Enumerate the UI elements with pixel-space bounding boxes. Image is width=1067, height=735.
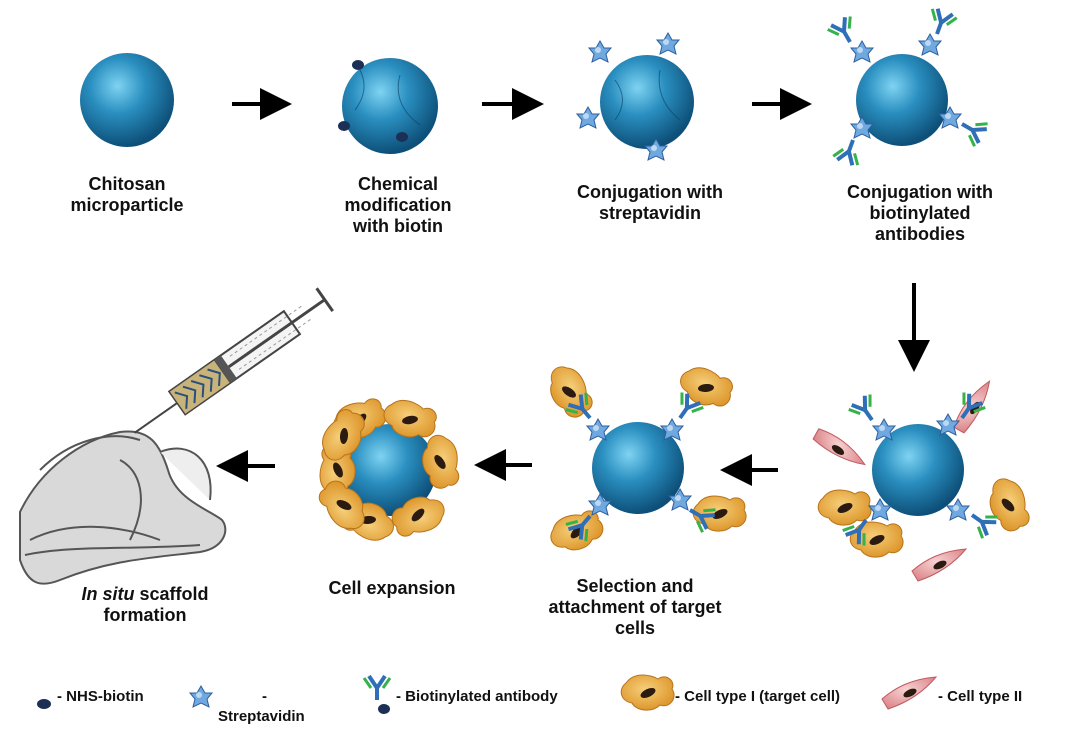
particle-icon [600,55,694,149]
streptavidin-icon [588,40,612,63]
legend-biotinylated-antibody: - Biotinylated antibody [396,688,558,705]
streptavidin-icon [918,33,942,56]
streptavidin-icon [189,685,213,708]
antibody-icon [953,110,992,150]
step-label-antibody-conjugation: Conjugation with biotinylated antibodies [847,182,993,244]
biotin-icon [396,132,408,142]
legend-cell-type-2: - Cell type II [938,688,1023,705]
step-label-streptavidin-conjugation: Conjugation with streptavidin [577,182,723,223]
particle-icon [872,424,964,516]
cell-type-1-icon [674,361,738,414]
streptavidin-icon [576,106,600,129]
step-label-chitosan-microparticle: Chitosan microparticle [70,174,184,215]
particle-icon [342,58,438,154]
legend-cell-type-1: - Cell type I (target cell) [675,688,841,705]
step-label-cell-expansion: Cell expansion [328,578,456,598]
cell-type-2-icon [881,676,937,710]
biotin-icon [37,699,51,709]
cell-type-2-icon [809,417,866,482]
streptavidin-icon [872,418,896,441]
antibody-icon [824,12,864,51]
knee-joint-icon [19,430,227,585]
syringe-icon [134,287,334,434]
cell-type-1-icon [817,489,872,526]
particle-icon [592,422,684,514]
step-label-biotin-modification: Chemical modification with biotin [344,174,452,236]
legend-nhs-biotin: - NHS-biotin [57,688,144,705]
legend-streptavidin-dash: - [262,688,267,705]
antibody-icon [830,133,868,169]
antibody-icon [845,390,885,430]
particle-icon [80,53,174,147]
streptavidin-icon [660,418,684,441]
particle-icon [344,424,436,516]
biotin-icon [352,60,364,70]
antibody-icon [362,674,392,714]
cell-type-2-icon [911,548,967,582]
step-label-in-situ-scaffold: In situ scaffold formation [55,584,235,626]
legend-streptavidin: Streptavidin [218,708,305,725]
streptavidin-icon [586,418,610,441]
cell-type-1-icon [620,674,675,711]
streptavidin-icon [936,413,960,436]
biotin-icon [338,121,350,131]
cell-type-1-icon [540,359,599,424]
streptavidin-icon [850,40,874,63]
cell-type-1-icon [545,505,608,558]
streptavidin-icon [656,32,680,55]
step-label-target-cell-selection: Selection and attachment of target cells [548,576,722,638]
particle-icon [856,54,948,146]
step-label-in-situ-italic: In situ [81,584,135,604]
cell-type-1-icon [982,473,1035,536]
step-label-in-situ-rest: scaffold formation [103,584,209,625]
